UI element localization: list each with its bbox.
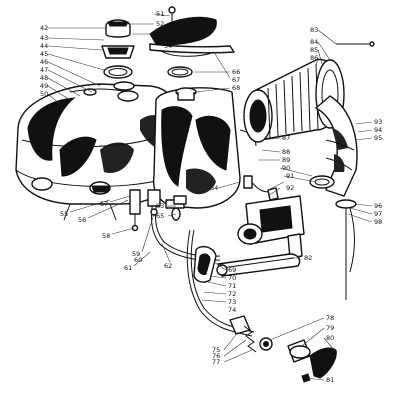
callout-83: 83	[310, 26, 318, 34]
callout-86: 86	[310, 54, 318, 62]
callout-51: 51	[156, 10, 164, 18]
callout-72: 72	[228, 290, 236, 298]
callout-53: 53	[156, 30, 164, 38]
fuel-tank	[15, 83, 177, 205]
callout-46: 46	[40, 58, 48, 66]
callout-44: 44	[40, 42, 48, 50]
intake-hose	[309, 95, 358, 300]
choke-lever	[216, 253, 301, 277]
callout-55: 55	[60, 210, 68, 218]
tank-strap-bracket	[149, 6, 235, 78]
callout-82: 82	[304, 254, 312, 262]
callout-48: 48	[40, 74, 48, 82]
callout-80: 80	[326, 334, 334, 342]
callout-79: 79	[326, 324, 334, 332]
callout-59: 59	[132, 250, 140, 258]
callout-88: 88	[282, 148, 290, 156]
callout-77: 77	[212, 358, 220, 366]
callout-70: 70	[228, 274, 236, 282]
callout-76: 76	[212, 352, 220, 360]
callout-85: 85	[310, 46, 318, 54]
callout-87: 87	[282, 134, 290, 142]
callout-68: 68	[232, 84, 240, 92]
callout-42: 42	[40, 24, 48, 32]
callout-47: 47	[40, 66, 48, 74]
callout-52: 52	[156, 20, 164, 28]
callout-89: 89	[282, 156, 290, 164]
callout-90: 90	[282, 164, 290, 172]
callout-63: 63	[156, 202, 164, 210]
callout-62: 62	[164, 262, 172, 270]
callout-56: 56	[78, 216, 86, 224]
callout-84: 84	[310, 38, 318, 46]
air-filter	[243, 41, 375, 143]
callout-96: 96	[374, 202, 382, 210]
callout-94: 94	[374, 126, 382, 134]
leader-lines	[47, 13, 373, 381]
callout-74: 74	[228, 306, 236, 314]
callout-61: 61	[124, 264, 132, 272]
callout-66: 66	[232, 68, 240, 76]
callout-81: 81	[326, 376, 334, 384]
callout-60: 60	[134, 256, 142, 264]
callout-92: 92	[286, 184, 294, 192]
callout-71: 71	[228, 282, 236, 290]
callout-98: 98	[374, 218, 382, 226]
callout-54: 54	[164, 42, 172, 50]
callout-58: 58	[102, 232, 110, 240]
callout-49: 49	[40, 82, 48, 90]
callout-labels: 42 43 44 45 46 47 48 49 50 51 52 53 54 5…	[40, 10, 382, 384]
callout-45: 45	[40, 50, 48, 58]
callout-57: 57	[100, 200, 108, 208]
throttle-slide	[229, 315, 273, 353]
control-lever	[287, 339, 337, 383]
callout-95: 95	[374, 134, 382, 142]
filler-cap-assembly	[101, 19, 135, 91]
callout-67: 67	[232, 76, 240, 84]
callout-93: 93	[374, 118, 382, 126]
callout-91: 91	[286, 172, 294, 180]
callout-64: 64	[210, 184, 218, 192]
callout-50: 50	[40, 90, 48, 98]
callout-73: 73	[228, 298, 236, 306]
callout-78: 78	[326, 314, 334, 322]
callout-97: 97	[374, 210, 382, 218]
carburettor	[237, 179, 305, 259]
callout-65: 65	[156, 212, 164, 220]
callout-69: 69	[228, 266, 236, 274]
callout-75: 75	[212, 346, 220, 354]
tank-fittings	[63, 175, 253, 232]
callout-43: 43	[40, 34, 48, 42]
oil-tank	[152, 87, 257, 209]
